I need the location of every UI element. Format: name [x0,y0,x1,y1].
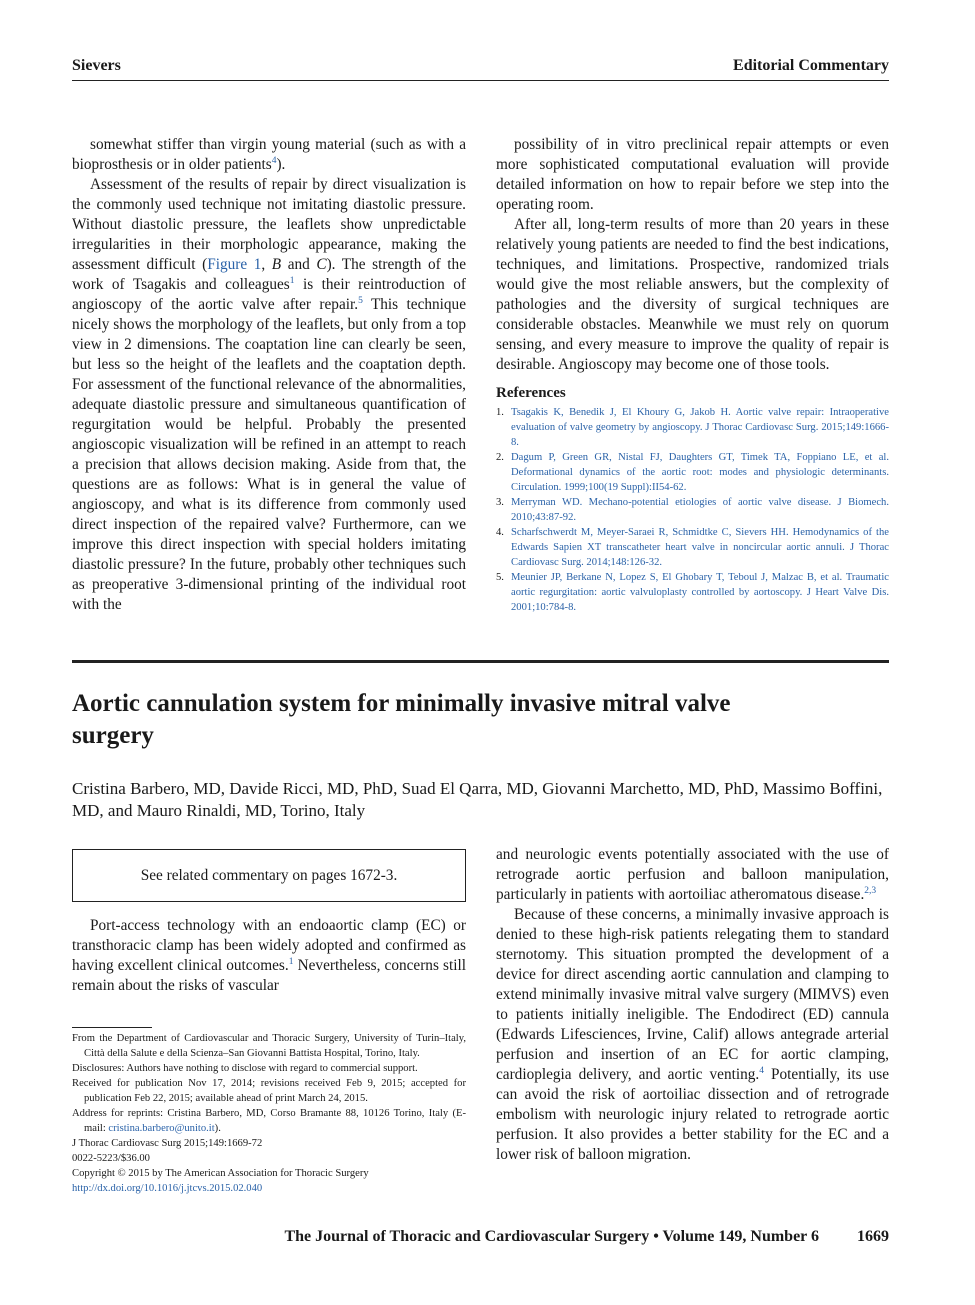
running-header-author: Sievers [72,57,121,74]
italic-text: C [316,256,327,273]
reference-item: 4. Scharfschwerdt M, Meyer-Saraei R, Schm… [496,525,889,570]
footnote-text: Received for publication Nov 17, 2014; r… [72,1078,466,1104]
related-commentary-box: See related commentary on pages 1672-3. [72,849,466,902]
footnote-text-end: ). [214,1123,221,1134]
text-run: Port-access technology with an endoaorti… [72,917,466,974]
citation-superscript[interactable]: 1 [289,275,295,286]
reference-item: 3. Merryman WD. Mechano-potential etiolog… [496,495,889,525]
reference-link[interactable]: Dagum P, Green GR, Nistal FJ, Daughters … [511,452,889,493]
prev-article-left-column: somewhat stiffer than virgin young mater… [72,135,466,615]
text-run: Nevertheless, concerns still remain abou… [72,957,466,994]
paragraph: Assessment of the results of repair by d… [72,175,466,615]
article-left-column: Port-access technology with an endoaorti… [72,916,466,996]
references-heading: References [496,385,566,401]
running-header-section: Editorial Commentary [733,57,889,74]
article-footnotes: From the Department of Cardiovascular an… [72,1031,466,1196]
prev-article-right-paragraphs: possibility of in vitro preclinical repa… [496,135,889,375]
footnote-text: Copyright © 2015 by The American Associa… [72,1168,369,1179]
text-run: ). The strength of the work of Tsagakis … [72,256,466,293]
article-authors: Cristina Barbero, MD, Davide Ricci, MD, … [72,779,883,820]
footnote-line: From the Department of Cardiovascular an… [72,1031,466,1061]
footnote-line: J Thorac Cardiovasc Surg 2015;149:1669-7… [72,1136,466,1151]
citation-superscript[interactable]: 4 [759,1065,764,1076]
reference-link[interactable]: Scharfschwerdt M, Meyer-Saraei R, Schmid… [511,527,889,568]
reference-link[interactable]: Tsagakis K, Benedik J, El Khoury G, Jako… [511,407,889,448]
footnote-text: J Thorac Cardiovasc Surg 2015;149:1669-7… [72,1138,263,1149]
reference-number: 3. [496,497,504,508]
reference-item: 2. Dagum P, Green GR, Nistal FJ, Daughter… [496,450,889,495]
text-run: Assessment of the results of repair by d… [72,176,466,273]
footnote-line: Disclosures: Authors have nothing to dis… [72,1061,466,1076]
text-run: Because of these concerns, a minimally i… [496,906,889,1083]
text-run: This technique nicely shows the morpholo… [72,296,466,613]
text-run: After all, long-term results of more tha… [496,216,889,373]
footnote-line: 0022-5223/$36.00 [72,1151,466,1166]
footnote-line: Copyright © 2015 by The American Associa… [72,1166,466,1181]
footnote-line: Address for reprints: Cristina Barbero, … [72,1106,466,1136]
paragraph: After all, long-term results of more tha… [496,215,889,375]
paragraph: somewhat stiffer than virgin young mater… [72,135,466,175]
citation-superscript[interactable]: 4 [271,155,277,166]
reference-number: 4. [496,527,504,538]
reference-number: 1. [496,407,504,418]
citation-superscript[interactable]: 2,3 [864,885,877,896]
footnote-line: Received for publication Nov 17, 2014; r… [72,1076,466,1106]
figure-link[interactable]: Figure 1 [207,256,262,273]
article-title: Aortic cannulation system for minimally … [72,690,731,749]
text-run: ). [276,156,286,173]
footnote-text: From the Department of Cardiovascular an… [72,1033,466,1059]
text-run: somewhat stiffer than virgin young mater… [72,136,466,173]
text-run: and [281,256,317,273]
prev-article-right-column: possibility of in vitro preclinical repa… [496,135,889,615]
page-number: 1669 [857,1228,889,1245]
email-link[interactable]: cristina.barbero@unito.it [108,1123,215,1134]
doi-link[interactable]: http://dx.doi.org/10.1016/j.jtcvs.2015.0… [72,1183,263,1194]
article-right-column: and neurologic events potentially associ… [496,845,889,1165]
footnote-line: http://dx.doi.org/10.1016/j.jtcvs.2015.0… [72,1181,466,1196]
reference-link[interactable]: Meunier JP, Berkane N, Lopez S, El Ghoba… [511,572,889,613]
citation-superscript[interactable]: 1 [288,956,294,967]
footnote-text: Disclosures: Authors have nothing to dis… [72,1063,418,1074]
text-run: and neurologic events potentially associ… [496,846,889,903]
text-run: Potentially, its use can avoid the risk … [496,1066,889,1163]
reference-item: 1. Tsagakis K, Benedik J, El Khoury G, Ja… [496,405,889,450]
reference-link[interactable]: Merryman WD. Mechano-potential etiologie… [511,497,889,523]
text-run: is their reintroduction of angioscopy of… [72,276,466,313]
paragraph: Because of these concerns, a minimally i… [496,905,889,1165]
text-run: possibility of in vitro preclinical repa… [496,136,889,213]
paragraph: Port-access technology with an endoaorti… [72,916,466,996]
reference-number: 2. [496,452,504,463]
footer-journal-line: The Journal of Thoracic and Cardiovascul… [284,1228,819,1245]
reference-number: 5. [496,572,504,583]
italic-text: B [271,256,282,273]
section-divider [72,660,889,663]
references-list: 1. Tsagakis K, Benedik J, El Khoury G, Ja… [496,405,889,615]
reference-item: 5. Meunier JP, Berkane N, Lopez S, El Gho… [496,570,889,615]
citation-superscript[interactable]: 5 [358,295,363,306]
paragraph: and neurologic events potentially associ… [496,845,889,905]
footnote-text: 0022-5223/$36.00 [72,1153,150,1164]
paragraph: possibility of in vitro preclinical repa… [496,135,889,215]
header-rule [72,80,889,81]
footnote-text: Address for reprints: Cristina Barbero, … [72,1108,466,1134]
related-commentary-text: See related commentary on pages 1672-3. [140,866,398,884]
footnote-rule [72,1027,152,1028]
text-run: , [261,256,272,273]
